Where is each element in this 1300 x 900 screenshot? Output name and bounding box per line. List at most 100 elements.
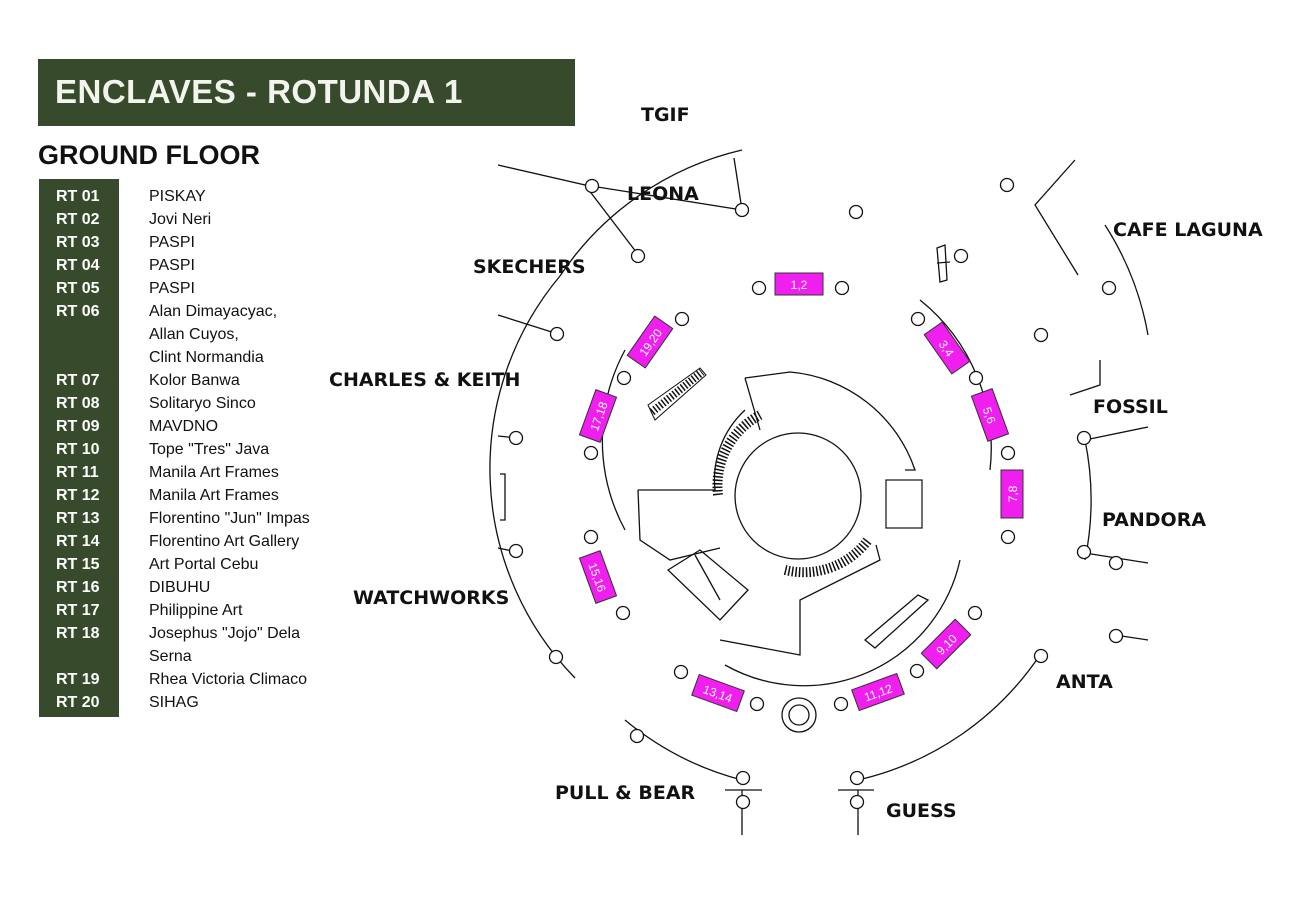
store-cafe-laguna[interactable]: CAFE LAGUNA [1113, 219, 1263, 241]
kiosk-7-8[interactable]: 7,8 [1000, 469, 1024, 519]
tenant-code: RT 19 [56, 671, 100, 688]
tenant-row: RT 06 Alan Dimayacyac, [39, 300, 359, 323]
tenant-name: Philippine Art [149, 602, 243, 619]
kiosk-17-18[interactable]: 17,18 [578, 389, 618, 443]
tenant-code: RT 08 [56, 395, 100, 412]
tenant-row: Clint Normandia [39, 346, 359, 369]
tenant-name: Allan Cuyos, [149, 326, 239, 343]
tenant-name: Clint Normandia [149, 349, 264, 366]
tenant-row: RT 18 Josephus "Jojo" Dela [39, 622, 359, 645]
tenant-code: RT 03 [56, 234, 100, 251]
tenant-name: SIHAG [149, 694, 199, 711]
store-fossil[interactable]: FOSSIL [1093, 396, 1168, 418]
tenant-name: Jovi Neri [149, 211, 212, 228]
pillar-core [788, 704, 810, 726]
tenant-row: RT 13 Florentino "Jun" Impas [39, 507, 359, 530]
tenant-name: Manila Art Frames [149, 464, 279, 481]
info-desk [885, 479, 923, 529]
tenant-name: Solitaryo Sinco [149, 395, 256, 412]
tenant-name: Art Portal Cebu [149, 556, 259, 573]
tenant-row: RT 09 MAVDNO [39, 415, 359, 438]
central-atrium [734, 432, 862, 560]
tenant-row: RT 05 PASPI [39, 277, 359, 300]
tenant-name: PASPI [149, 234, 195, 251]
tenant-row: Allan Cuyos, [39, 323, 359, 346]
tenant-code: RT 16 [56, 579, 100, 596]
svg-text:7,8: 7,8 [1006, 485, 1020, 502]
tenant-code: RT 07 [56, 372, 100, 389]
tenant-name: Serna [149, 648, 192, 665]
tenant-row: RT 08 Solitaryo Sinco [39, 392, 359, 415]
tenant-row: RT 16 DIBUHU [39, 576, 359, 599]
tenant-code: RT 12 [56, 487, 100, 504]
tenant-row: RT 20 SIHAG [39, 691, 359, 714]
store-skechers[interactable]: SKECHERS [473, 256, 586, 278]
tenant-code: RT 17 [56, 602, 100, 619]
store-pull-bear[interactable]: PULL & BEAR [555, 782, 696, 804]
tenant-code: RT 20 [56, 694, 100, 711]
tenant-row: RT 17 Philippine Art [39, 599, 359, 622]
tenant-row: RT 15 Art Portal Cebu [39, 553, 359, 576]
tenant-name: Tope "Tres" Java [149, 441, 270, 458]
kiosk-13-14[interactable]: 13,14 [691, 673, 745, 713]
store-watchworks[interactable]: WATCHWORKS [353, 587, 509, 609]
tenant-code-column [39, 179, 119, 717]
column-markers [508, 177, 1124, 810]
store-tgif[interactable]: TGIF [641, 104, 690, 126]
tenant-row: RT 03 PASPI [39, 231, 359, 254]
tenant-name: MAVDNO [149, 418, 219, 435]
tenant-row: RT 07 Kolor Banwa [39, 369, 359, 392]
tenant-name: Florentino Art Gallery [149, 533, 300, 550]
tenant-row: RT 02 Jovi Neri [39, 208, 359, 231]
tenant-code: RT 05 [56, 280, 100, 297]
tenant-name: PASPI [149, 280, 195, 297]
tenant-row: RT 14 Florentino Art Gallery [39, 530, 359, 553]
tenant-row: RT 10 Tope "Tres" Java [39, 438, 359, 461]
kiosk-1-2[interactable]: 1,2 [774, 272, 824, 296]
kiosk-9-10[interactable]: 9,10 [920, 618, 972, 670]
escalator-icon [647, 367, 873, 578]
tenant-name: Florentino "Jun" Impas [149, 510, 310, 527]
title-banner: ENCLAVES - ROTUNDA 1 [38, 59, 575, 126]
tenant-name: DIBUHU [149, 579, 211, 596]
store-anta[interactable]: ANTA [1056, 671, 1113, 693]
tenant-name: PASPI [149, 257, 195, 274]
floor-heading: GROUND FLOOR [38, 140, 260, 170]
kiosk-11-12[interactable]: 11,12 [851, 672, 905, 712]
tenant-row: RT 11 Manila Art Frames [39, 461, 359, 484]
svg-text:5,6: 5,6 [980, 405, 999, 426]
tenant-name: Alan Dimayacyac, [149, 303, 278, 320]
tenant-row: RT 12 Manila Art Frames [39, 484, 359, 507]
store-leona[interactable]: LEONA [627, 183, 699, 205]
bench-icon [936, 244, 951, 283]
kiosk-3-4[interactable]: 3,4 [923, 321, 971, 375]
tenant-code: RT 04 [56, 257, 100, 274]
tenant-row: RT 19 Rhea Victoria Climaco [39, 668, 359, 691]
kiosk-19-20[interactable]: 19,20 [626, 315, 674, 369]
tenant-row: RT 04 PASPI [39, 254, 359, 277]
tenant-name: Josephus "Jojo" Dela [149, 625, 300, 642]
tenant-code: RT 11 [56, 464, 99, 481]
store-guess[interactable]: GUESS [886, 800, 957, 822]
store-pandora[interactable]: PANDORA [1102, 509, 1206, 531]
pillar-ring [781, 697, 817, 733]
tenant-code: RT 18 [56, 625, 100, 642]
tenant-code: RT 15 [56, 556, 100, 573]
tenant-code: RT 01 [56, 188, 100, 205]
tenant-row: RT 01 PISKAY [39, 185, 359, 208]
tenant-code: RT 02 [56, 211, 100, 228]
tenant-name: Manila Art Frames [149, 487, 279, 504]
tenant-code: RT 14 [56, 533, 100, 550]
tenant-code: RT 09 [56, 418, 100, 435]
tenant-code: RT 10 [56, 441, 100, 458]
tenant-name: Rhea Victoria Climaco [149, 671, 307, 688]
tenant-code: RT 06 [56, 303, 100, 320]
kiosk-15-16[interactable]: 15,16 [578, 550, 618, 604]
store-charles-keith[interactable]: CHARLES & KEITH [329, 369, 520, 391]
tenant-name: PISKAY [149, 188, 206, 205]
svg-text:1,2: 1,2 [791, 278, 808, 292]
kiosk-5-6[interactable]: 5,6 [970, 388, 1010, 442]
tenant-code: RT 13 [56, 510, 100, 527]
tenant-name: Kolor Banwa [149, 372, 240, 389]
